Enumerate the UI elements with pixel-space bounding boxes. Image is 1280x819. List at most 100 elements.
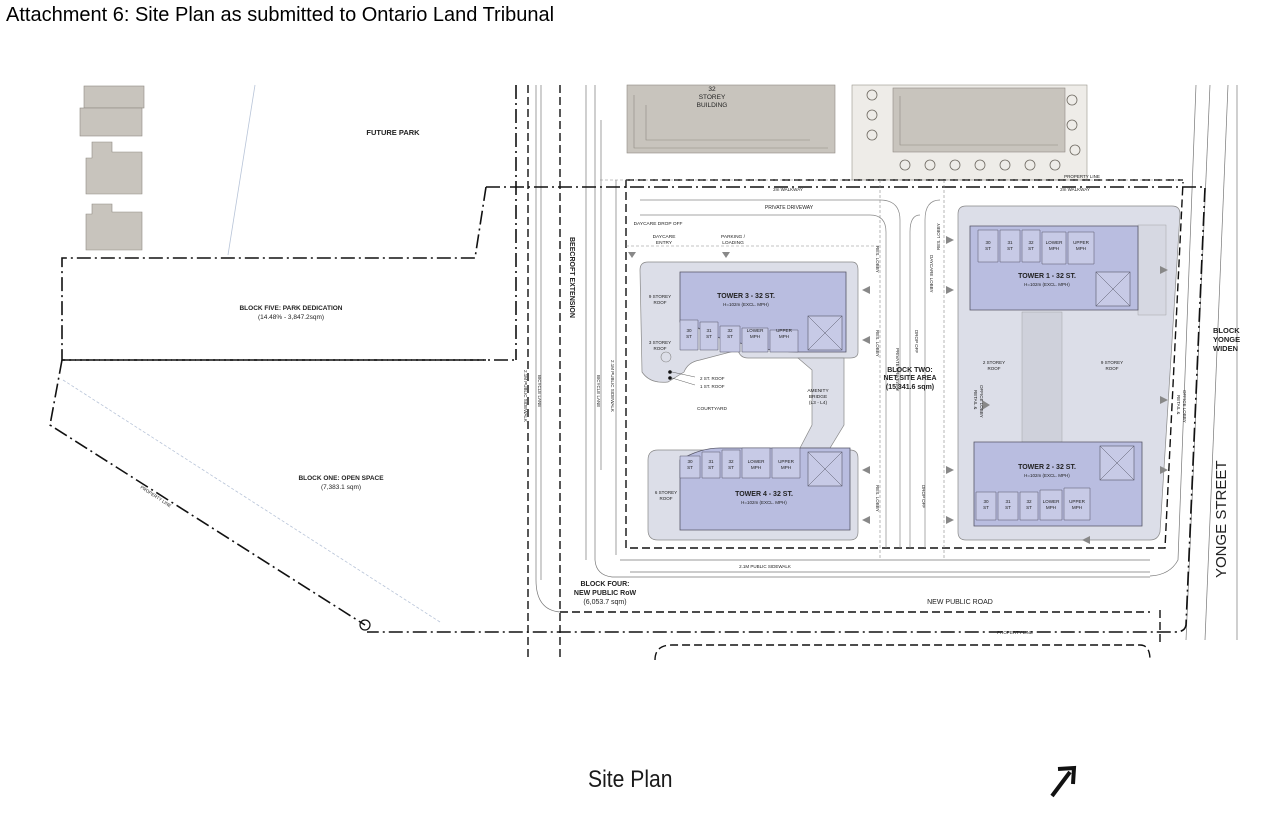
parking-1: PARKING / — [721, 234, 746, 240]
podium-2b: ROOF — [988, 366, 1001, 371]
podium-9: 9 STOREY — [649, 294, 671, 299]
sidewalk-v2-label: 2.1M PUBLIC SIDEWALK — [610, 360, 615, 412]
background-lines — [62, 84, 441, 623]
retail-lobby-4: OFFICE LOBBY — [1182, 390, 1187, 423]
block-four-area: (6,053.7 sqm) — [583, 599, 626, 606]
neighbour-houses — [79, 85, 145, 251]
east-building — [957, 205, 1181, 541]
diagram-caption: Site Plan — [588, 766, 673, 793]
block-four-label: BLOCK FOUR: — [581, 581, 630, 588]
amenity-2: BRIDGE — [809, 394, 827, 400]
daycare-entry-2: ENTRY — [656, 240, 673, 246]
podium-6: 6 STOREY — [655, 490, 677, 495]
walkway-left-label: 2m WALKWAY — [773, 187, 803, 192]
res-lobby-2: RES. LOBBY — [875, 330, 880, 357]
tower-step-label: ST — [1026, 505, 1032, 510]
daycare-drop-off: DAYCARE DROP OFF — [634, 221, 683, 227]
block-labels: FUTURE PARK BLOCK FIVE: PARK DEDICATION … — [239, 128, 1240, 606]
block-four-sub: NEW PUBLIC RoW — [574, 590, 637, 597]
podium-9rb: ROOF — [1106, 366, 1119, 371]
tower-step-label: ST — [1028, 246, 1034, 251]
tower-step-label: ST — [1005, 505, 1011, 510]
tower-4-height: H=102m (EXCL. MPH) — [741, 500, 787, 505]
tower-step-label: UPPER — [776, 328, 793, 333]
tower-step-label: ST — [985, 246, 991, 251]
tower-step-label: MPH — [751, 465, 761, 470]
tower-step-label: UPPER — [1069, 499, 1086, 504]
public-road-lines — [612, 559, 1150, 578]
block-boundaries — [49, 85, 1206, 633]
tower-step-label: ST — [686, 334, 692, 339]
tower-step-label: MPH — [1046, 505, 1056, 510]
tower-step-label: 32 — [728, 459, 734, 464]
tower-step-label: MPH — [1072, 505, 1082, 510]
new-public-road-label: NEW PUBLIC ROAD — [927, 599, 993, 606]
podium-3b: ROOF — [654, 346, 667, 351]
drop-off-1: DROP OFF — [914, 330, 919, 353]
retail-lobby-3: RETAIL & — [1176, 395, 1181, 415]
neighbour-label-3: BUILDING — [697, 102, 728, 109]
property-line-label: PROPERTY LINE — [997, 630, 1033, 635]
sidewalk-v1-label: 2.1M PUBLIC SIDEWALK — [523, 370, 528, 422]
block-five-label: BLOCK FIVE: PARK DEDICATION — [239, 305, 342, 312]
block-five-area: (14.48% - 3,847.2sqm) — [258, 314, 324, 321]
neighbour-tower: 32 STOREY BUILDING — [626, 84, 836, 154]
tower-step-label: 30 — [985, 240, 991, 245]
podium-3: 3 STOREY — [649, 340, 671, 345]
survey-marker — [359, 619, 371, 631]
tower-step-label: ST — [727, 334, 733, 339]
site-boundary — [527, 85, 1184, 661]
tower-step-label: ST — [708, 465, 714, 470]
block-edge-1: BLOCK — [1213, 326, 1240, 335]
tower-step-label: LOWER — [747, 328, 765, 333]
tower-step-label: 32 — [727, 328, 733, 333]
page-title: Attachment 6: Site Plan as submitted to … — [6, 4, 555, 26]
beecroft-label: BEECROFT EXTENSION — [568, 237, 575, 318]
tower-2-height: H=102m (EXCL. MPH) — [1024, 473, 1070, 478]
tower-step-label: 31 — [706, 328, 712, 333]
tower-3-name: TOWER 3 - 32 ST. — [717, 293, 775, 300]
beecroft-road — [535, 85, 617, 613]
neighbour-label-1: 32 — [708, 86, 716, 93]
block-edge-3: WIDEN — [1213, 344, 1238, 353]
neighbour-label-2: STOREY — [699, 94, 726, 101]
tower-step-label: ST — [983, 505, 989, 510]
amenity-1: AMENITY — [807, 388, 829, 394]
res-lobby-4: RES. LOBBY — [936, 223, 941, 250]
sidewalk-label: 2.1M PUBLIC SIDEWALK — [739, 564, 791, 569]
bicycle-lane-label: BICYCLE LANE — [537, 375, 542, 407]
retail-lobby-1: RETAIL & — [973, 390, 978, 410]
block-two-label: BLOCK TWO: — [887, 367, 933, 374]
podium-9b: ROOF — [654, 300, 667, 305]
property-line-diag-label: PROPERTY LINE — [139, 485, 172, 509]
tower-step-label: UPPER — [778, 459, 795, 464]
drop-off-2: DROP OFF — [921, 485, 926, 508]
tower-step-label: ST — [706, 334, 712, 339]
tower-1-height: H=102m (EXCL. MPH) — [1024, 282, 1070, 287]
tower-1-name: TOWER 1 - 32 ST. — [1018, 273, 1076, 280]
tower-step-label: ST — [1007, 246, 1013, 251]
tower-step-label: MPH — [750, 334, 760, 339]
west-building — [639, 261, 859, 541]
parking-2: LOADING — [722, 240, 744, 246]
bicycle-lane-2-label: BICYCLE LANE — [596, 375, 601, 407]
yonge-street-label: YONGE STREET — [1213, 460, 1230, 578]
tower-step-label: ST — [687, 465, 693, 470]
tower-step-label: MPH — [1049, 246, 1059, 251]
retail-lobby-2: OFFICE LOBBY — [979, 385, 984, 418]
tower-step-label: LOWER — [1043, 499, 1061, 504]
tower-step-label: MPH — [1076, 246, 1086, 251]
tower-step-label: MPH — [781, 465, 791, 470]
tower-step-label: LOWER — [1046, 240, 1064, 245]
tower-step-label: 32 — [1026, 499, 1032, 504]
private-driveway-v-label: PRIVATE DRIVEWAY — [895, 348, 900, 391]
tower-step-label: 32 — [1028, 240, 1034, 245]
tower-step-label: 30 — [686, 328, 692, 333]
tower-step-label: 31 — [708, 459, 714, 464]
tower-labels: TOWER 1 - 32 ST. H=102m (EXCL. MPH) TOWE… — [717, 273, 1076, 505]
walkway-right-label: 2m WALKWAY — [1060, 187, 1090, 192]
daycare-lobby: DAYCARE LOBBY — [929, 255, 934, 293]
res-lobby-1: RES. LOBBY — [875, 246, 880, 273]
tower-step-label: LOWER — [748, 459, 766, 464]
